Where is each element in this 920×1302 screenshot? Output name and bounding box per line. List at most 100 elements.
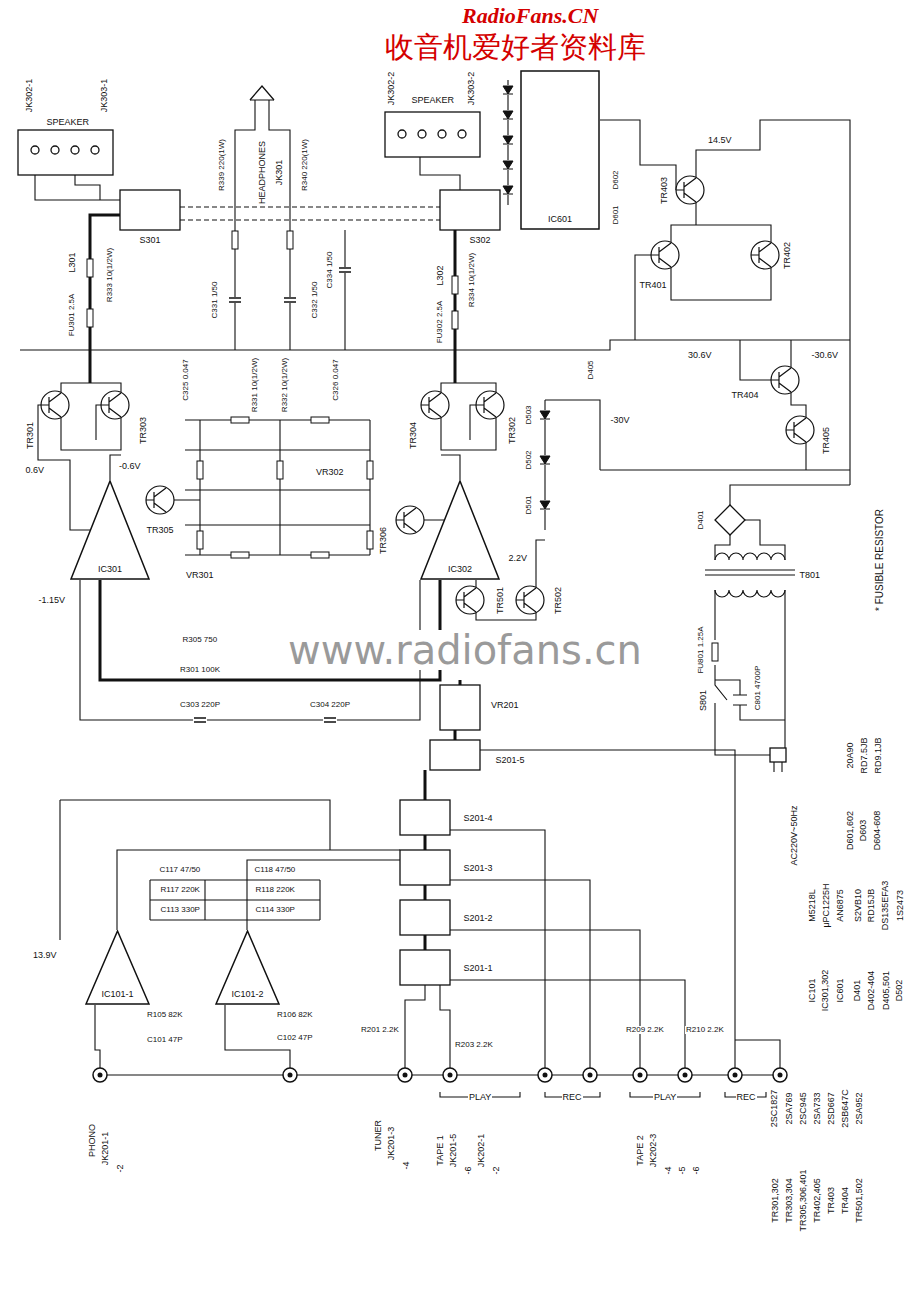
component-symbol bbox=[287, 231, 293, 249]
component-symbol bbox=[502, 110, 514, 120]
part-label: TR305 bbox=[146, 526, 175, 535]
part-label: S201-3 bbox=[463, 864, 494, 873]
part-label: -4 bbox=[402, 1160, 411, 1170]
part-label: -1.15V bbox=[38, 596, 67, 605]
parts-list-entry: TR501,502 bbox=[854, 1177, 863, 1224]
part-label: L302 bbox=[436, 264, 445, 286]
part-label: C102 47P bbox=[276, 1034, 314, 1042]
part-label: C117 47/50 bbox=[159, 866, 202, 874]
parts-list-entry: D405,501 bbox=[882, 969, 891, 1010]
component-symbol bbox=[421, 391, 449, 419]
part-label: C101 47P bbox=[146, 1036, 184, 1044]
part-label: R201 2.2K bbox=[360, 1026, 400, 1034]
component-symbol bbox=[452, 276, 458, 294]
component-symbol bbox=[338, 267, 352, 273]
component-outline bbox=[400, 950, 450, 985]
wire bbox=[90, 215, 460, 985]
parts-list-entry: DS135EFA3 bbox=[881, 879, 890, 931]
component-outline bbox=[400, 850, 450, 885]
part-label: REC bbox=[736, 1093, 757, 1102]
parts-list-entry: TR301,302 bbox=[770, 1177, 779, 1224]
ic-name: IC101-1 bbox=[101, 990, 133, 999]
wire bbox=[20, 80, 850, 1097]
terminal bbox=[418, 130, 426, 138]
part-label: R301 100K bbox=[179, 666, 221, 674]
component-symbol bbox=[87, 309, 93, 327]
part-label: R209 2.2K bbox=[625, 1026, 665, 1034]
part-label: C113 330P bbox=[160, 906, 201, 914]
symbol-group bbox=[18, 86, 786, 985]
ic-name: IC101-2 bbox=[231, 990, 263, 999]
component-symbol bbox=[41, 391, 69, 419]
part-label: TR401 bbox=[639, 281, 668, 290]
parts-list-entry: TR403 bbox=[827, 1185, 836, 1214]
part-label: SPEAKER bbox=[411, 96, 456, 105]
terminal bbox=[71, 146, 79, 154]
bridge-rectifier bbox=[715, 505, 745, 535]
part-label: R210 2.2K bbox=[685, 1026, 725, 1034]
part-label: C114 330P bbox=[255, 906, 296, 914]
component-symbol bbox=[516, 586, 544, 614]
part-label: FU301 2.5A bbox=[68, 293, 76, 338]
parts-list-entry: S2VB10 bbox=[854, 887, 863, 922]
terminal bbox=[51, 146, 59, 154]
part-label: R117 220K bbox=[160, 886, 201, 894]
part-label: TR405 bbox=[822, 425, 831, 454]
part-label: JK302-1 bbox=[25, 77, 34, 113]
part-label: SPEAKER bbox=[46, 118, 91, 127]
part-label: AC220V~50Hz bbox=[790, 804, 799, 866]
parts-list-entry: D601,602 bbox=[846, 809, 855, 850]
part-label: D501 bbox=[524, 494, 532, 515]
part-label: -0.6V bbox=[118, 462, 142, 471]
component-symbol bbox=[323, 717, 337, 723]
wire bbox=[715, 553, 785, 597]
part-label: -2 bbox=[492, 1165, 501, 1175]
parts-list-entry: D502 bbox=[895, 978, 904, 1002]
parts-list-entry: 2SA952 bbox=[855, 1091, 864, 1125]
part-label: JK202-1 bbox=[477, 1132, 486, 1168]
parts-list-entry: D402-404 bbox=[867, 969, 876, 1011]
component-outline bbox=[18, 130, 113, 175]
part-label: FU801 1.25A bbox=[696, 625, 704, 674]
part-label: TR403 bbox=[660, 175, 669, 204]
outline-shape bbox=[521, 71, 599, 229]
component-symbol bbox=[676, 176, 704, 204]
part-label: S201-2 bbox=[463, 914, 494, 923]
ic-name: IC302 bbox=[448, 565, 472, 574]
part-label: D405 bbox=[586, 359, 594, 380]
part-label: TR404 bbox=[731, 391, 760, 400]
component-symbol bbox=[367, 461, 373, 479]
part-label: VR201 bbox=[490, 701, 520, 710]
component-symbol bbox=[193, 717, 207, 723]
part-label: D401 bbox=[696, 509, 704, 530]
component-symbol bbox=[398, 1068, 412, 1082]
part-label: C331 1/50 bbox=[211, 281, 219, 320]
part-label: PHONO bbox=[88, 1122, 97, 1157]
component-symbol bbox=[452, 311, 458, 329]
part-label: TUNER bbox=[374, 1119, 383, 1152]
amplifier-ic: IC101-1 bbox=[85, 930, 150, 1005]
parts-list-entry: 2SB647C bbox=[840, 1088, 849, 1129]
part-label: -6 bbox=[692, 1165, 701, 1175]
parts-list-entry: 2SC945 bbox=[798, 1091, 807, 1126]
part-label: JK201-5 bbox=[449, 1132, 458, 1168]
component-symbol bbox=[93, 1068, 107, 1082]
component-symbol bbox=[539, 455, 551, 465]
component-symbol bbox=[283, 297, 297, 303]
symbol-group bbox=[41, 85, 814, 1082]
part-label: 0.6V bbox=[25, 466, 46, 475]
part-label: FU302 2.5A bbox=[436, 300, 444, 345]
component-symbol bbox=[539, 410, 551, 420]
component-outline bbox=[440, 685, 480, 730]
component-symbol bbox=[87, 259, 93, 277]
component-outline bbox=[400, 800, 450, 835]
part-label: C118 47/50 bbox=[254, 866, 297, 874]
outline-shape bbox=[71, 481, 149, 579]
part-label: C801 4700P bbox=[754, 665, 762, 711]
component-outline bbox=[770, 748, 786, 762]
component-symbol bbox=[101, 391, 129, 419]
parts-list-entry: TR402,405 bbox=[812, 1177, 821, 1224]
component-symbol bbox=[396, 506, 424, 534]
amplifier-ic: IC101-2 bbox=[215, 930, 280, 1005]
component-outline bbox=[385, 112, 480, 157]
